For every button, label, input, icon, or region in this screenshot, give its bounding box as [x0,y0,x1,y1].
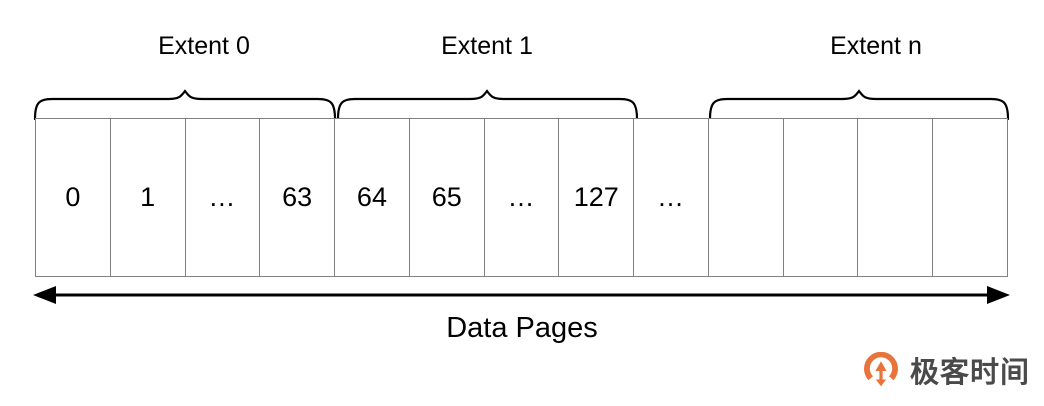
page-cell[interactable] [933,119,1007,276]
extent-label-1: Extent 1 [441,32,533,60]
page-cell[interactable] [709,119,784,276]
extent-label-n: Extent n [830,32,922,60]
watermark-text: 极客时间 [909,355,1030,389]
page-cell[interactable]: … [634,119,709,276]
page-cell[interactable] [784,119,859,276]
page-cell[interactable]: 127 [559,119,635,276]
data-pages-table: 0 1 … 63 64 65 … 127 … [35,118,1008,277]
page-cell[interactable]: 63 [260,119,336,276]
page-cell[interactable]: … [186,119,261,276]
brace-extent-0 [33,89,337,121]
page-cell[interactable]: 1 [111,119,186,276]
watermark: 极客时间 [861,352,1030,392]
brace-extent-1 [336,89,639,121]
page-cell[interactable]: … [485,119,560,276]
page-cell[interactable]: 0 [36,119,111,276]
span-arrow-head-left [33,286,56,304]
span-arrow-head-right [987,286,1010,304]
data-pages-label: Data Pages [446,312,598,344]
page-cell[interactable] [858,119,934,276]
brace-extent-n [708,89,1010,121]
page-cell[interactable]: 65 [410,119,485,276]
extent-label-0: Extent 0 [158,32,250,60]
page-cell[interactable]: 64 [335,119,410,276]
geektime-logo-icon [864,352,898,387]
